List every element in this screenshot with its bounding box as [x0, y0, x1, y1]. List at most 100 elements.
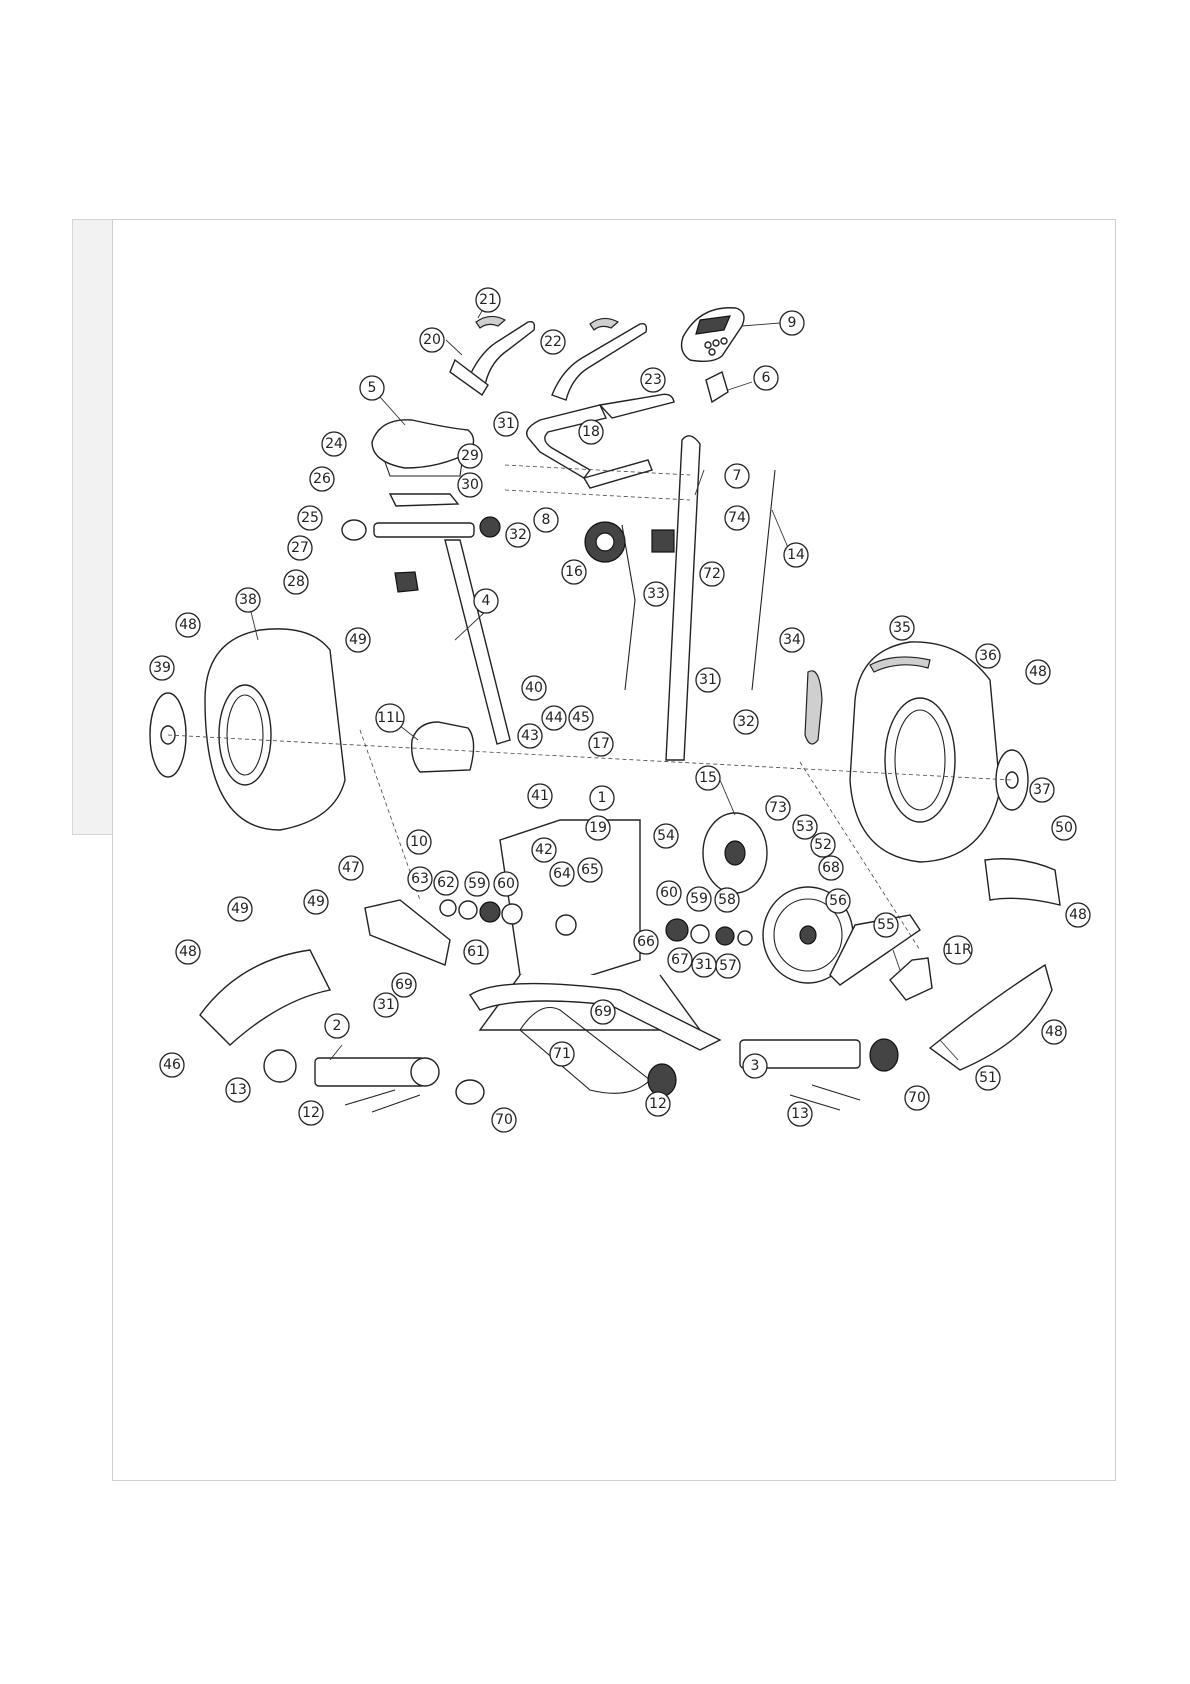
callout-number: 11R [944, 942, 972, 958]
callout-32: 32 [506, 523, 530, 547]
callout-46: 46 [160, 1053, 184, 1077]
callout-number: 49 [231, 901, 249, 917]
seat-post [445, 540, 510, 744]
callout-number: 55 [877, 917, 895, 933]
callout-10: 10 [407, 830, 431, 854]
callout-number: 9 [788, 315, 797, 331]
callout-59: 59 [465, 872, 489, 896]
callout-31: 31 [696, 668, 720, 692]
callout-number: 24 [325, 436, 343, 452]
tension-knob [585, 522, 635, 690]
callout-62: 62 [434, 871, 458, 895]
callout-42: 42 [532, 838, 556, 862]
callout-number: 74 [728, 510, 746, 526]
callout-number: 72 [703, 566, 721, 582]
callout-number: 45 [572, 710, 590, 726]
left-cover [365, 900, 450, 965]
callout-number: 8 [542, 512, 551, 528]
callout-number: 71 [553, 1046, 571, 1062]
callout-17: 17 [589, 732, 613, 756]
callout-30: 30 [458, 473, 482, 497]
callout-33: 33 [644, 582, 668, 606]
callout-number: 39 [153, 660, 171, 676]
callout-73: 73 [766, 796, 790, 820]
bolts [345, 1085, 860, 1112]
left-shroud [205, 629, 345, 830]
callout-38: 38 [236, 588, 260, 612]
callout-49: 49 [304, 890, 328, 914]
callout-number: 54 [657, 828, 675, 844]
callout-number: 69 [395, 977, 413, 993]
callout-44: 44 [542, 706, 566, 730]
callout-37: 37 [1030, 778, 1054, 802]
left-handlebar [450, 316, 534, 395]
callout-70: 70 [905, 1086, 929, 1110]
callout-number: 34 [783, 632, 801, 648]
callout-66: 66 [634, 930, 658, 954]
callout-number: 60 [497, 876, 515, 892]
callout-51: 51 [976, 1066, 1000, 1090]
callout-number: 33 [647, 586, 665, 602]
front-stabilizer [648, 1039, 898, 1096]
callout-55: 55 [874, 913, 898, 937]
callout-number: 23 [644, 372, 662, 388]
parts-group [150, 308, 1060, 1112]
callout-48: 48 [1042, 1020, 1066, 1044]
rear-cover [200, 950, 330, 1045]
callout-number: 22 [544, 334, 562, 350]
callout-number: 13 [791, 1106, 809, 1122]
callout-64: 64 [550, 862, 574, 886]
callout-number: 46 [163, 1057, 181, 1073]
callout-1: 1 [590, 786, 614, 810]
callout-12: 12 [646, 1092, 670, 1116]
callout-number: 47 [342, 860, 360, 876]
callout-number: 12 [649, 1096, 667, 1112]
right-rear-cover [930, 965, 1052, 1070]
callout-29: 29 [458, 444, 482, 468]
callout-63: 63 [408, 867, 432, 891]
callout-48: 48 [1026, 660, 1050, 684]
callout-2: 2 [325, 1014, 349, 1038]
callout-number: 63 [411, 871, 429, 887]
callout-number: 40 [525, 680, 543, 696]
bushing [652, 530, 674, 552]
callout-number: 36 [979, 648, 997, 664]
callout-number: 25 [301, 510, 319, 526]
callout-number: 48 [1069, 907, 1087, 923]
callout-22: 22 [541, 330, 565, 354]
right-handlebar [552, 318, 646, 400]
callout-number: 5 [368, 380, 377, 396]
seat-slider [390, 494, 458, 506]
callout-69: 69 [591, 1000, 615, 1024]
callout-48: 48 [176, 940, 200, 964]
callout-15: 15 [696, 766, 720, 790]
callout-67: 67 [668, 948, 692, 972]
callout-number: 31 [699, 672, 717, 688]
callout-number: 3 [751, 1058, 760, 1074]
callout-45: 45 [569, 706, 593, 730]
callout-70: 70 [492, 1108, 516, 1132]
callout-number: 18 [582, 424, 600, 440]
callout-11R: 11R [944, 936, 972, 964]
callout-19: 19 [586, 816, 610, 840]
callout-60: 60 [657, 881, 681, 905]
callout-number: 38 [239, 592, 257, 608]
callout-43: 43 [518, 724, 542, 748]
callout-11L: 11L [376, 704, 404, 732]
callout-number: 27 [291, 540, 309, 556]
callout-20: 20 [420, 328, 444, 352]
side-pad [805, 671, 822, 744]
callout-52: 52 [811, 833, 835, 857]
callout-48: 48 [176, 613, 200, 637]
callout-number: 7 [733, 468, 742, 484]
callout-number: 31 [377, 997, 395, 1013]
callout-number: 10 [410, 834, 428, 850]
callout-number: 60 [660, 885, 678, 901]
callout-number: 57 [719, 958, 737, 974]
front-post [666, 436, 700, 760]
callout-number: 66 [637, 934, 655, 950]
callout-53: 53 [793, 815, 817, 839]
callout-number: 48 [1045, 1024, 1063, 1040]
callout-57: 57 [716, 954, 740, 978]
callout-number: 31 [497, 416, 515, 432]
